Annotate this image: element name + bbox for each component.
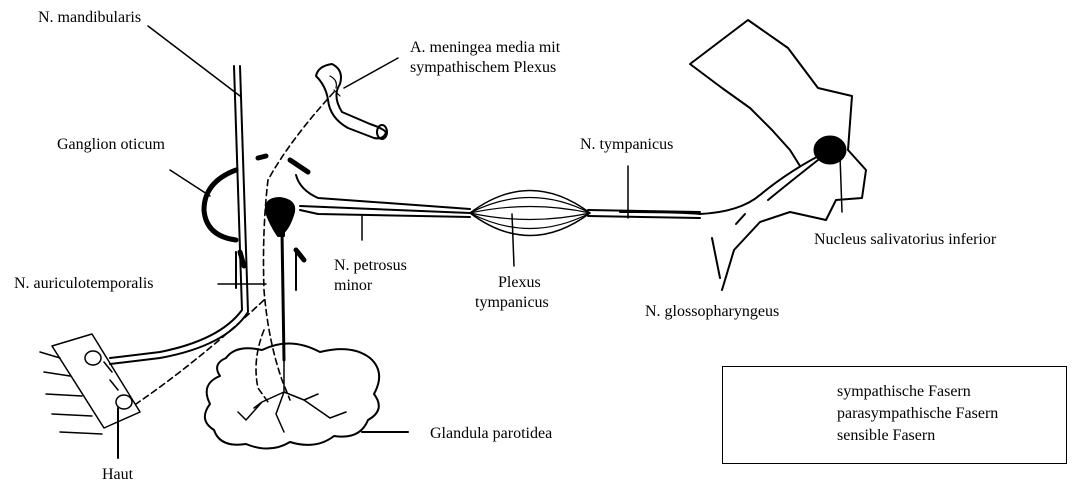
leader-plexus <box>512 214 514 266</box>
label-petrosus-line1: N. petrosus <box>334 256 407 275</box>
legend-sensibel-text: sensible Fasern <box>837 426 935 445</box>
mandibularis-nerve-b <box>110 66 248 364</box>
brainstem-inner <box>736 214 745 224</box>
leader-nucleus <box>840 156 842 212</box>
legend: sympathische Fasern parasympathische Fas… <box>722 366 1067 464</box>
label-glossopharyngeus: N. glossopharyngeus <box>645 302 779 321</box>
label-auriculotemporalis: N. auriculotemporalis <box>14 274 154 293</box>
label-plexus-line2: tympanicus <box>475 293 549 312</box>
label-petrosus-line2: minor <box>334 276 372 295</box>
gland-ducts <box>238 360 346 432</box>
ganglion-oticum-top <box>258 156 308 172</box>
legend-sympathisch-text: sympathische Fasern <box>837 382 971 401</box>
label-tympanicus: N. tympanicus <box>580 135 673 154</box>
tympanicus-line-upper <box>588 210 700 212</box>
haut-gland-2 <box>116 395 132 409</box>
mandibularis-nerve-a <box>110 66 242 358</box>
label-mandibularis: N. mandibularis <box>38 8 141 27</box>
haut-gland-1 <box>85 351 101 365</box>
legend-parasympathisch-text: parasympathische Fasern <box>837 404 998 423</box>
ganglion-oticum-bottom <box>240 250 304 266</box>
nucleus-tail-2 <box>768 160 818 200</box>
sympathetic-fibre <box>264 92 335 400</box>
plexus-inner-1 <box>470 198 590 214</box>
haut-lines <box>40 352 118 434</box>
sympathetic-fibre-gland <box>256 330 268 402</box>
tympanicus-line-lower <box>588 216 700 218</box>
label-haut: Haut <box>102 465 133 484</box>
label-nucleus: Nucleus salivatorius inferior <box>814 230 996 249</box>
legend-row-sensibel: sensible Fasern <box>723 426 1066 446</box>
ganglion-oticum-arc <box>204 170 236 240</box>
label-plexus-line1: Plexus <box>498 273 541 292</box>
haut-outline <box>52 334 140 428</box>
nucleus-tail <box>700 150 830 214</box>
postganglionic-fibre <box>282 232 284 360</box>
glossopharyngeus-nerve <box>712 238 720 278</box>
leader-mandibularis <box>148 26 240 96</box>
label-ganglion-oticum: Ganglion oticum <box>57 135 165 154</box>
petrosus-upper <box>296 175 470 209</box>
plexus-inner-3 <box>470 213 590 220</box>
label-glandula: Glandula parotidea <box>430 424 552 443</box>
leader-meningea <box>344 58 398 88</box>
plexus-inner-2 <box>470 207 590 214</box>
label-meningea-line2: sympathischem Plexus <box>410 58 556 77</box>
leader-ganglion <box>170 170 210 196</box>
legend-row-sympathisch: sympathische Fasern <box>723 382 1066 402</box>
legend-row-parasympathisch: parasympathische Fasern <box>723 404 1066 424</box>
label-meningea-line1: A. meningea media mit <box>410 38 560 57</box>
ganglion-cell <box>266 198 294 236</box>
plexus-inner-4 <box>470 213 590 229</box>
